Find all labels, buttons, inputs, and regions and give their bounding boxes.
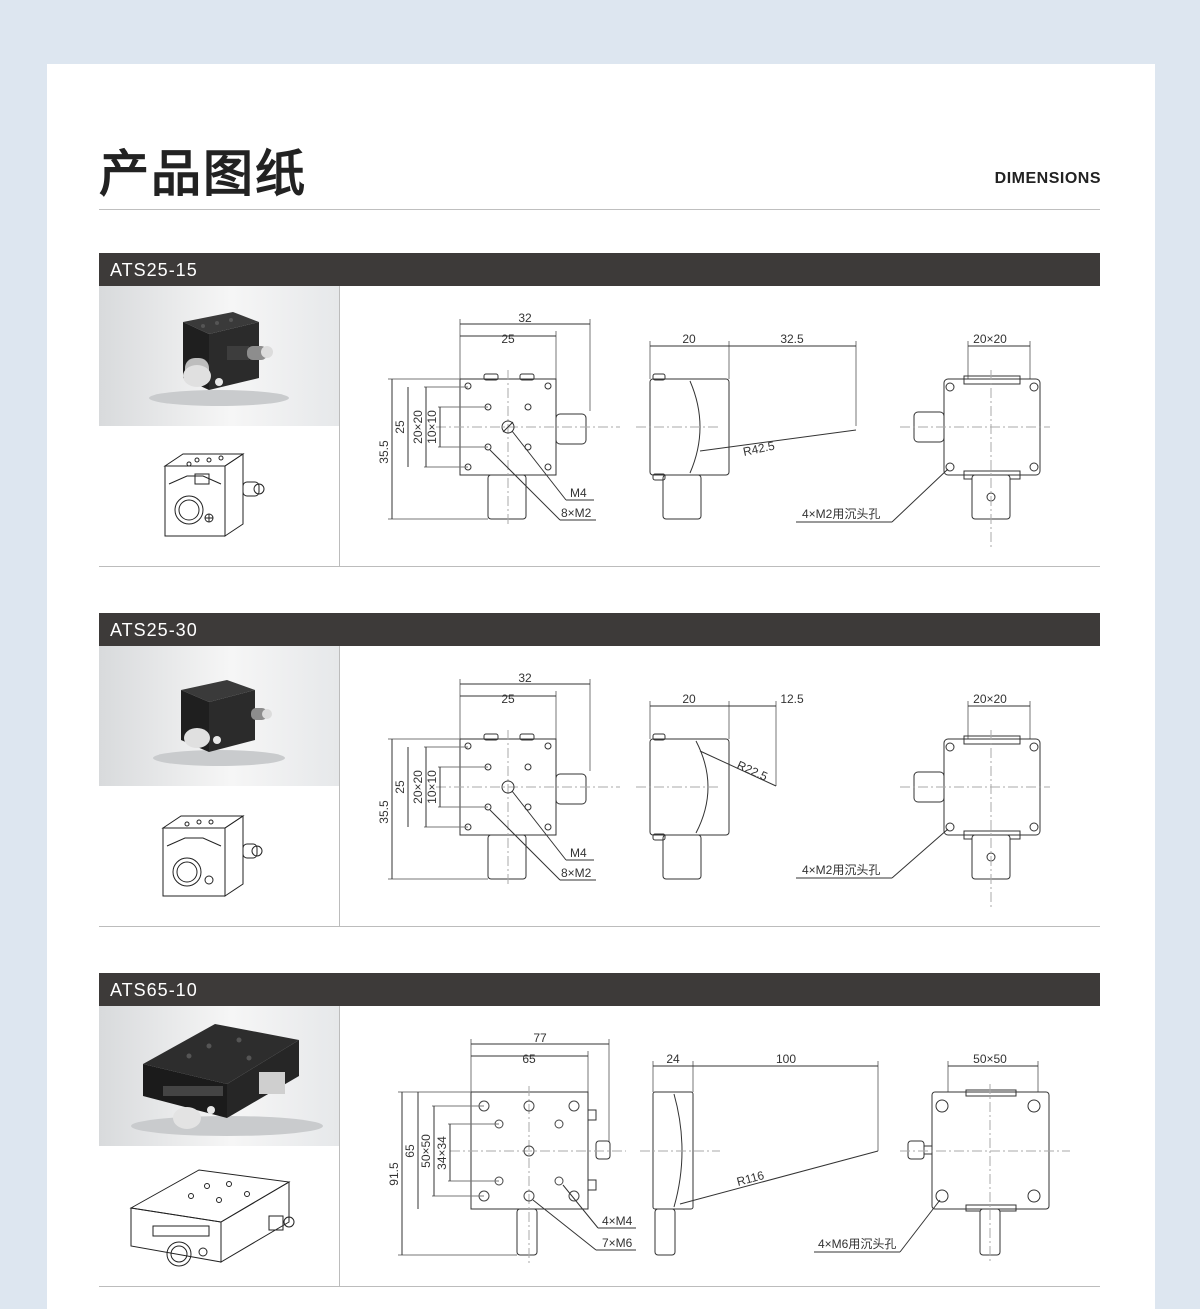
model-name: ATS25-30	[110, 620, 198, 640]
dim-side-extension: 12.5	[780, 692, 804, 706]
section-ats65-10: ATS65-10	[99, 973, 1100, 1287]
section-header: ATS25-15	[99, 253, 1100, 286]
dim-plate-width: 65	[522, 1052, 536, 1066]
callout-countersunk-holes: 4×M2用沉头孔	[802, 863, 880, 877]
dim-height-plate: 25	[393, 420, 407, 434]
column-divider	[339, 286, 340, 566]
top-view: 32 25 35.5	[377, 671, 620, 886]
dim-side-radius: R22.5	[735, 758, 770, 784]
dim-height-plate: 25	[393, 780, 407, 794]
bottom-view: 20×20 4×M2用沉头孔	[796, 692, 1050, 910]
dim-bottom-spacing: 20×20	[973, 332, 1007, 346]
page: 产品图纸 DIMENSIONS ATS25-15	[47, 64, 1155, 1309]
dim-height-total: 35.5	[377, 440, 391, 464]
top-view: 77 65	[387, 1031, 636, 1264]
callout-countersunk-holes: 4×M6用沉头孔	[818, 1237, 896, 1251]
callout-mounting-holes: 8×M2	[561, 506, 592, 520]
technical-drawing: 32 25 35.5	[340, 286, 1100, 566]
section-body: 32 25 35.5	[99, 646, 1100, 927]
column-divider	[339, 1006, 340, 1286]
dim-plate-width: 25	[501, 332, 515, 346]
callout-center-thread: 4×M4	[602, 1214, 633, 1228]
dim-bottom-spacing: 50×50	[973, 1052, 1007, 1066]
technical-drawing: 32 25 35.5	[340, 646, 1100, 926]
dim-hole-spacing-inner: 10×10	[425, 770, 439, 804]
dim-side-radius: R116	[735, 1168, 766, 1189]
dim-side-width: 20	[682, 332, 696, 346]
technical-drawing: 77 65	[340, 1006, 1100, 1286]
section-header: ATS65-10	[99, 973, 1100, 1006]
model-name: ATS65-10	[110, 980, 198, 1000]
section-header: ATS25-30	[99, 613, 1100, 646]
section-ats25-30: ATS25-30	[99, 613, 1100, 927]
dim-overall-width: 32	[518, 671, 532, 685]
dim-height-plate: 65	[403, 1144, 417, 1158]
callout-center-thread: M4	[570, 846, 587, 860]
bottom-view: 50×50 4×M6用沉头孔	[814, 1052, 1070, 1264]
callout-countersunk-holes: 4×M2用沉头孔	[802, 507, 880, 521]
bottom-view: 20×20 4×M2用沉头孔	[796, 332, 1050, 550]
side-view: 20 12.5 R22.5	[636, 692, 804, 880]
dim-side-radius: R42.5	[742, 439, 777, 459]
column-divider	[339, 646, 340, 926]
dim-side-extension: 100	[776, 1052, 796, 1066]
dim-side-width: 20	[682, 692, 696, 706]
callout-center-thread: M4	[570, 486, 587, 500]
callout-mounting-holes: 7×M6	[602, 1236, 633, 1250]
section-ats25-15: ATS25-15	[99, 253, 1100, 567]
product-render-image	[99, 286, 339, 426]
section-body: 32 25 35.5	[99, 286, 1100, 567]
callout-mounting-holes: 8×M2	[561, 866, 592, 880]
section-body: 77 65	[99, 1006, 1100, 1287]
top-view: 32 25 35.5	[377, 311, 620, 526]
dim-height-total: 91.5	[387, 1162, 401, 1186]
dim-overall-width: 32	[518, 311, 532, 325]
product-line-drawing	[99, 426, 339, 566]
product-render-image	[99, 646, 339, 786]
dim-hole-spacing-inner: 34×34	[435, 1136, 449, 1170]
model-name: ATS25-15	[110, 260, 198, 280]
dim-side-width: 24	[666, 1052, 680, 1066]
product-line-drawing	[99, 1146, 339, 1286]
dim-overall-width: 77	[533, 1031, 547, 1045]
dim-height-total: 35.5	[377, 800, 391, 824]
dim-side-extension: 32.5	[780, 332, 804, 346]
product-render-image	[99, 1006, 339, 1146]
side-view: 24 100 R116	[640, 1052, 879, 1256]
dim-hole-spacing-outer: 20×20	[411, 770, 425, 804]
page-title: 产品图纸	[99, 145, 307, 203]
page-subtitle: DIMENSIONS	[994, 170, 1101, 187]
dim-hole-spacing-outer: 20×20	[411, 410, 425, 444]
product-line-drawing	[99, 786, 339, 926]
dim-bottom-spacing: 20×20	[973, 692, 1007, 706]
side-view: 20 20 32.5 R42.5	[636, 332, 857, 520]
dim-hole-spacing-outer: 50×50	[419, 1134, 433, 1168]
dim-hole-spacing-inner: 10×10	[425, 410, 439, 444]
title-divider	[99, 209, 1100, 210]
dim-plate-width: 25	[501, 692, 515, 706]
